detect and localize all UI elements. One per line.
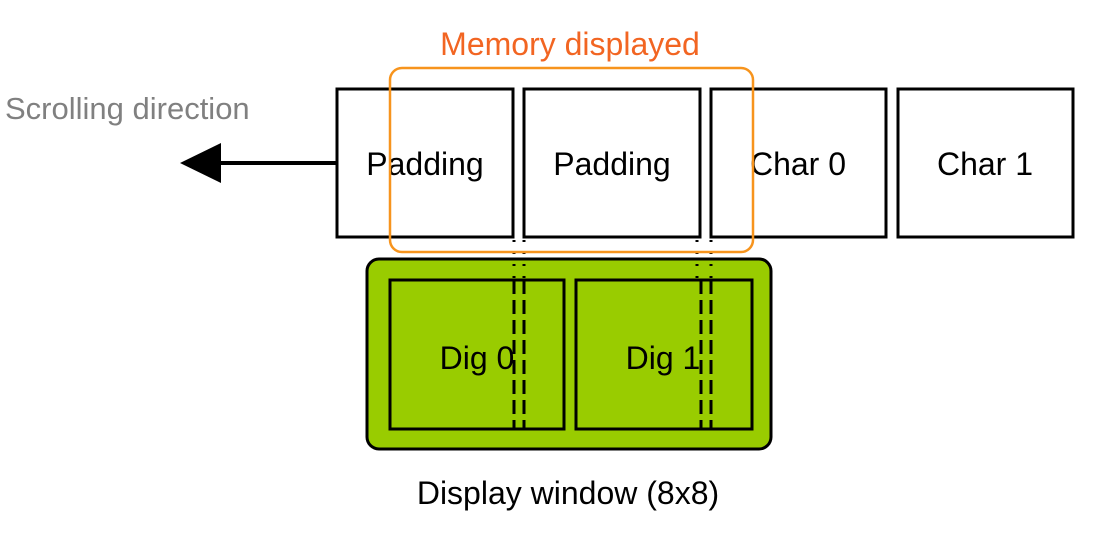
memory-cell: Char 0: [709, 87, 888, 239]
memory-cell: Padding: [522, 87, 702, 239]
memory-cell: Char 1: [896, 87, 1075, 239]
display-digit: Dig 0: [388, 278, 566, 431]
display-digit-label: Dig 0: [440, 340, 515, 376]
memory-cell-label: Char 1: [937, 146, 1033, 182]
memory-cell-label: Char 0: [750, 146, 846, 182]
projection-guides: [512, 240, 713, 430]
memory-cell-label: Padding: [366, 146, 483, 182]
memory-cell-label: Padding: [553, 146, 670, 182]
memory-cell: Padding: [335, 87, 515, 239]
display-digit: Dig 1: [574, 278, 754, 431]
scrolling-direction-label: Scrolling direction: [5, 91, 250, 126]
scroll-arrow-icon: [180, 143, 336, 183]
memory-displayed-window: [388, 66, 755, 254]
display-digit-label: Dig 1: [626, 340, 701, 376]
memory-displayed-title: Memory displayed: [440, 26, 700, 62]
display-window-caption: Display window (8x8): [417, 475, 719, 511]
